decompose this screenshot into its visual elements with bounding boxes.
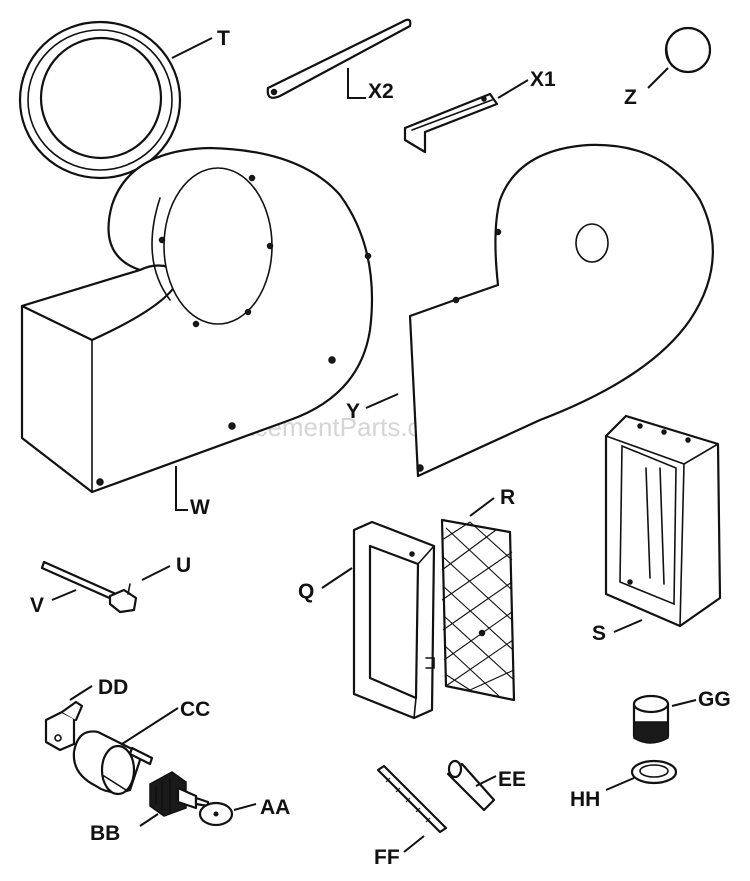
part-hh-ring-nut [630,759,678,785]
part-s-frame-box [604,414,722,628]
leader-x2 [347,68,366,99]
label-dd: DD [98,676,128,699]
leader-z [647,67,669,89]
part-w-blower-housing [20,146,374,494]
leader-r [469,497,495,517]
label-y: Y [346,400,360,423]
label-t: T [217,27,230,50]
leader-ee [475,775,497,787]
leader-t [171,37,213,59]
label-gg: GG [698,688,731,711]
label-cc: CC [180,698,210,721]
label-ee: EE [498,768,526,791]
leader-s [613,619,643,633]
part-x1-bracket [403,92,499,154]
leader-aa [233,803,257,811]
leader-q [321,567,353,589]
label-q: Q [298,580,314,603]
label-v: V [30,594,44,617]
part-y-side-plate [408,143,714,478]
part-r-filter-mesh [440,518,516,702]
label-r: R [500,486,515,509]
part-cc-motor-shell [72,730,154,796]
part-v-rod [40,560,118,602]
leader-x1 [497,79,529,99]
part-q-filter-frame [352,520,436,720]
leader-y [365,393,399,409]
leader-ff [403,835,425,853]
leader-w [175,466,188,511]
part-z-cap [664,26,712,74]
label-x1: X1 [530,68,556,91]
leader-dd [69,685,93,701]
leader-hh [605,777,635,791]
part-u-fitting [108,583,138,614]
part-t-ring [18,20,182,180]
label-hh: HH [570,788,600,811]
label-aa: AA [260,796,290,819]
leader-u [141,565,171,581]
part-dd-bracket [44,700,84,752]
part-bb-rotor [149,771,210,817]
leader-bb [139,813,159,827]
label-w: W [190,496,210,519]
leader-v [51,589,77,601]
label-u: U [176,554,191,577]
label-x2: X2 [368,80,394,103]
label-bb: BB [90,822,120,845]
label-s: S [592,622,606,645]
part-ff-threaded-rod [376,764,448,834]
part-x2-strap [266,18,412,99]
leader-cc [121,707,179,745]
part-ee-sleeve [446,759,496,812]
part-gg-canister [632,694,670,744]
label-ff: FF [374,846,400,869]
label-z: Z [624,86,637,109]
part-aa-disc [198,801,234,827]
leader-gg [671,699,697,707]
